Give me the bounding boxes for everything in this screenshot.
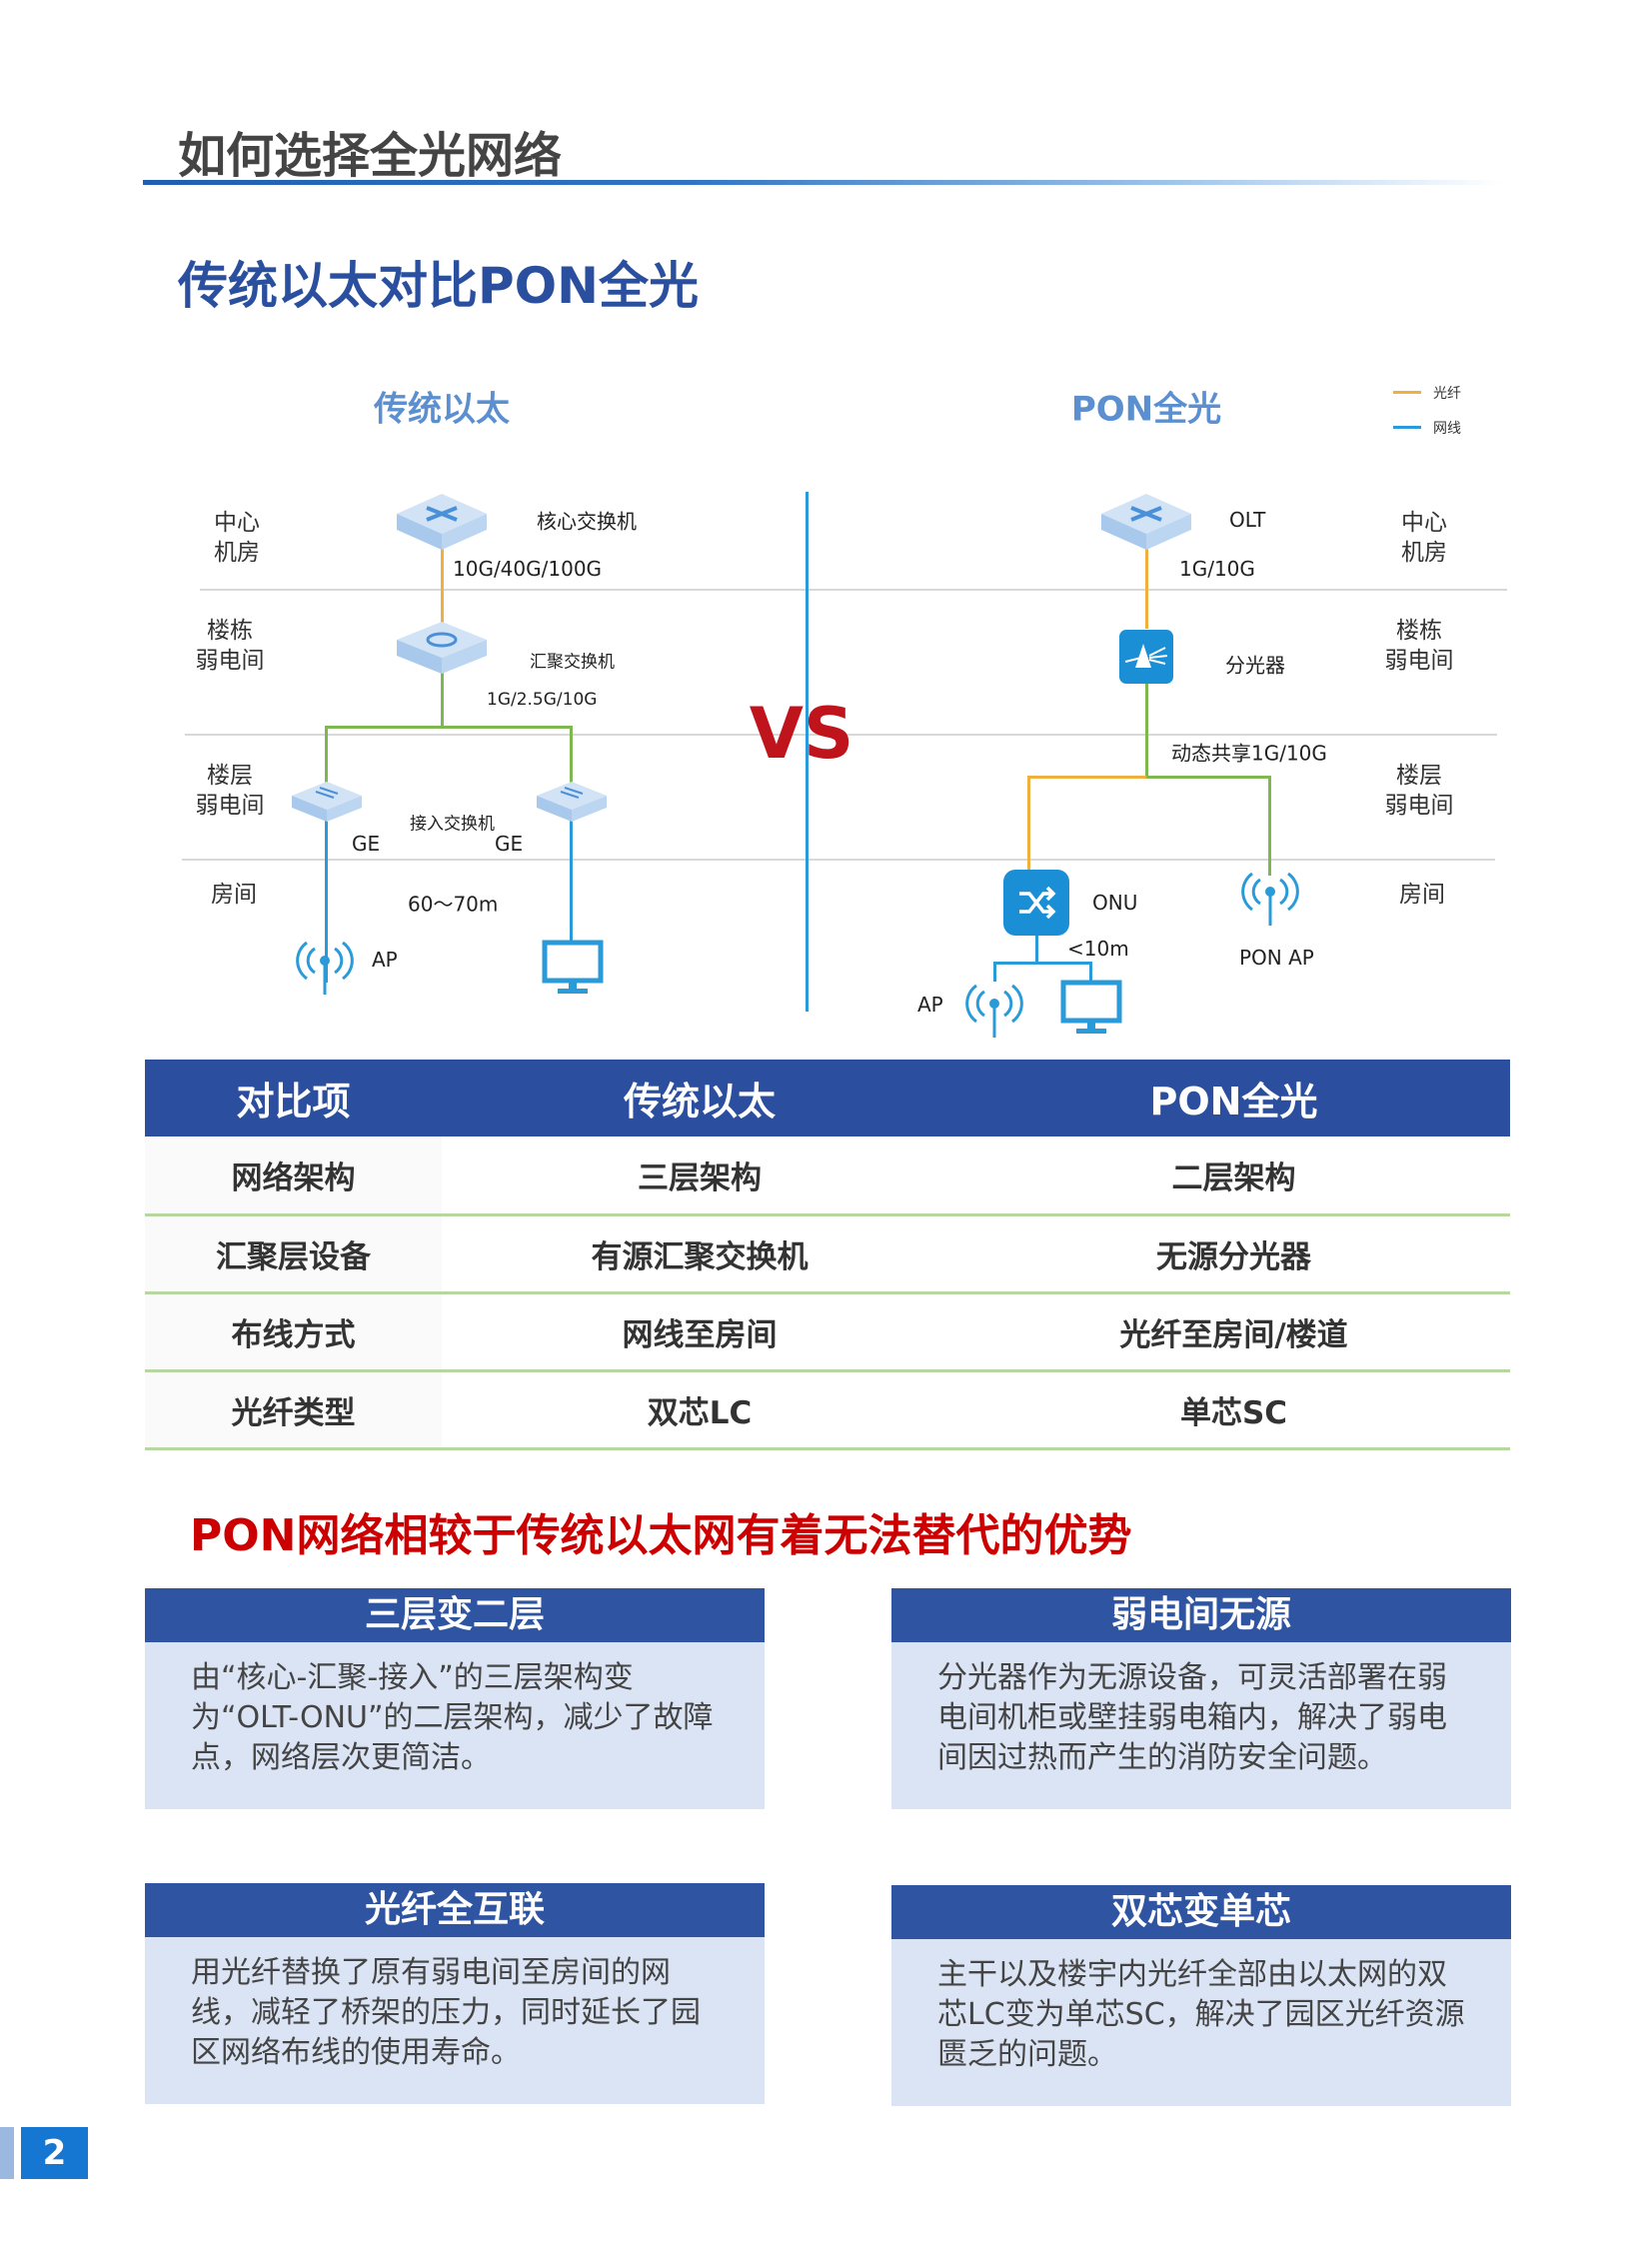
zone-divider [200, 589, 1507, 591]
cable-link [1089, 962, 1092, 982]
page-title: 如何选择全光网络 [178, 128, 563, 184]
zone-center-left: 中心机房 [214, 510, 260, 566]
table-row: 布线方式网线至房间光纤至房间/楼道 [145, 1292, 1510, 1372]
pc-monitor-icon [542, 940, 604, 994]
wifi-ap-icon [296, 941, 354, 995]
page-number: 2 [21, 2127, 88, 2179]
core-switch-label: 核心交换机 [537, 509, 637, 534]
link [325, 726, 328, 784]
onu-icon [1003, 870, 1069, 936]
wifi-ap-icon [965, 984, 1023, 1038]
fiber-link [1145, 549, 1148, 629]
table-row: 汇聚层设备有源汇聚交换机无源分光器 [145, 1214, 1510, 1294]
agg-switch-label: 汇聚交换机 [530, 652, 615, 673]
ethernet-title: 传统以太 [374, 389, 510, 430]
shared-link-label: 动态共享1G/10G [1171, 741, 1327, 766]
fiber-link [1028, 776, 1148, 779]
header-pon: PON全光 [957, 1060, 1510, 1136]
fiber-link [441, 549, 444, 629]
pon-title: PON全光 [1070, 389, 1222, 430]
link [1146, 776, 1270, 779]
zone-room-right: 房间 [1399, 882, 1445, 908]
fiber-link [1027, 776, 1030, 872]
distance-label: 60～70m [408, 892, 499, 917]
olt-label: OLT [1229, 508, 1266, 532]
legend-fiber: 光纤 [1433, 386, 1461, 402]
header-ethernet: 传统以太 [442, 1060, 957, 1136]
card-text: 主干以及楼宇内光纤全部由以太网的双芯LC变为单芯SC，解决了园区光纤资源匮乏的问… [937, 1957, 1465, 2072]
ap-label: AP [917, 993, 943, 1017]
card-title: 光纤全互联 [145, 1883, 765, 1937]
link [326, 726, 573, 729]
section-title: 传统以太对比PON全光 [178, 257, 699, 315]
zone-center-right: 中心机房 [1401, 510, 1447, 566]
agg-link-label: 1G/2.5G/10G [487, 690, 598, 710]
title-underline [143, 180, 1502, 185]
card-title: 双芯变单芯 [891, 1885, 1511, 1939]
zone-floor-right: 楼层弱电间 [1384, 763, 1454, 819]
table-header: 对比项 传统以太 PON全光 [145, 1060, 1510, 1136]
link [1268, 776, 1271, 876]
cable-link [570, 818, 573, 943]
advantage-card: 弱电间无源 分光器作为无源设备，可灵活部署在弱电间机柜或壁挂弱电箱内，解决了弱电… [891, 1588, 1511, 1809]
legend-fiber-swatch [1393, 391, 1421, 394]
olt-link-label: 1G/10G [1179, 557, 1255, 581]
zone-building-right: 楼栋弱电间 [1384, 618, 1454, 674]
advantage-card: 双芯变单芯 主干以及楼宇内光纤全部由以太网的双芯LC变为单芯SC，解决了园区光纤… [891, 1885, 1511, 2106]
table-row: 网络架构三层架构二层架构 [145, 1136, 1510, 1216]
zone-divider [182, 859, 1495, 861]
header-item: 对比项 [145, 1060, 442, 1136]
advantage-card: 三层变二层 由“核心-汇聚-接入”的三层架构变为“OLT-ONU”的二层架构，减… [145, 1588, 765, 1809]
access-switch-icon [537, 782, 607, 822]
link [441, 668, 444, 728]
ap-label: AP [372, 948, 398, 972]
vs-divider [806, 492, 809, 1012]
splitter-icon [1119, 630, 1173, 684]
cable-link [1035, 936, 1038, 964]
zone-building-left: 楼栋弱电间 [195, 618, 265, 674]
cable-link [325, 818, 328, 983]
ge-label: GE [495, 832, 524, 856]
zone-divider [185, 734, 1497, 736]
card-text: 用光纤替换了原有弱电间至房间的网线，减轻了桥架的压力，同时延长了园区网络布线的使… [191, 1955, 701, 2070]
comparison-table: 对比项 传统以太 PON全光 网络架构三层架构二层架构 汇聚层设备有源汇聚交换机… [145, 1060, 1510, 1450]
core-link-label: 10G/40G/100G [453, 557, 603, 581]
legend-cable-swatch [1393, 426, 1421, 429]
pc-monitor-icon [1060, 980, 1122, 1034]
cable-link [993, 962, 996, 982]
core-switch-icon [397, 494, 487, 550]
access-switch-icon [292, 782, 362, 822]
card-title: 三层变二层 [145, 1588, 765, 1642]
vs-label: VS [749, 693, 854, 775]
splitter-label: 分光器 [1225, 653, 1285, 678]
olt-icon [1101, 494, 1191, 550]
page-number-strip [0, 2127, 14, 2179]
card-title: 弱电间无源 [891, 1588, 1511, 1642]
link [570, 726, 573, 784]
legend-cable: 网线 [1433, 421, 1461, 437]
card-text: 由“核心-汇聚-接入”的三层架构变为“OLT-ONU”的二层架构，减少了故障点，… [191, 1660, 714, 1775]
aggregation-switch-icon [397, 622, 487, 674]
card-text: 分光器作为无源设备，可灵活部署在弱电间机柜或壁挂弱电箱内，解决了弱电间因过热而产… [937, 1660, 1447, 1775]
pon-ap-label: PON AP [1239, 946, 1314, 970]
onu-distance-label: <10m [1067, 937, 1129, 961]
zone-floor-left: 楼层弱电间 [195, 763, 265, 819]
link [1145, 684, 1148, 778]
pon-ap-icon [1241, 872, 1299, 926]
cable-link [994, 962, 1091, 965]
onu-label: ONU [1092, 891, 1138, 915]
zone-room-left: 房间 [211, 882, 257, 908]
ge-label: GE [352, 832, 381, 856]
advantages-heading: PON网络相较于传统以太网有着无法替代的优势 [190, 1510, 1132, 1561]
advantage-card: 光纤全互联 用光纤替换了原有弱电间至房间的网线，减轻了桥架的压力，同时延长了园区… [145, 1883, 765, 2104]
access-switch-label: 接入交换机 [410, 814, 495, 835]
